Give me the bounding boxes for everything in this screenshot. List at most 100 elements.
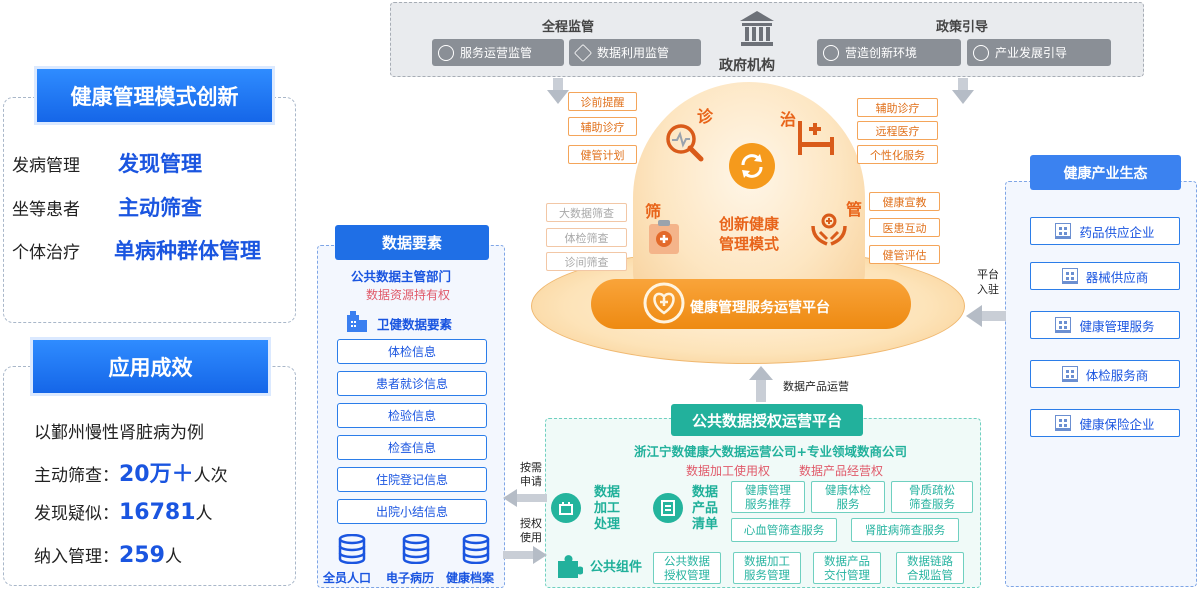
product-osteoporosis[interactable]: 骨质疏松 筛查服务 — [891, 481, 973, 513]
manage-tag[interactable]: 健康宣教 — [869, 192, 940, 211]
component-delivery-mgmt[interactable]: 数据产品 交付管理 — [813, 552, 881, 584]
innovation-environment-button[interactable]: 营造创新环境 — [817, 39, 961, 66]
model-title-line1: 创新健康 — [719, 215, 780, 233]
component-compliance[interactable]: 数据链路 合规监管 — [896, 552, 964, 584]
join-arrow — [966, 305, 1006, 327]
building-icon — [1055, 415, 1072, 431]
mode-row-from: 发病管理 — [12, 155, 80, 176]
eco-item-label: 健康保险企业 — [1079, 416, 1155, 432]
speed-icon — [823, 44, 839, 61]
gov-button-label: 服务运营监管 — [460, 46, 533, 60]
results-item-3: 纳入管理： 259 人 — [34, 542, 182, 568]
platform-label: 健康管理服务运营平台 — [690, 300, 830, 316]
results-item-2: 发现疑似： 16781 人 — [34, 499, 213, 525]
grant-label-1: 授权 — [520, 517, 542, 530]
data-processing-label: 数据 加工 处理 — [594, 485, 621, 532]
gov-arrow-left-stem — [553, 78, 563, 92]
manage-tag[interactable]: 健管评估 — [869, 245, 940, 264]
grant-arrow — [503, 546, 547, 564]
database-label: 电子病历 — [386, 571, 435, 585]
screen-tag[interactable]: 诊间筛查 — [546, 252, 627, 271]
treat-tag[interactable]: 远程医疗 — [857, 121, 938, 140]
treat-tag[interactable]: 辅助诊疗 — [857, 98, 938, 117]
industry-guidance-button[interactable]: 产业发展引导 — [967, 39, 1111, 66]
request-label-1: 按需 — [520, 461, 542, 474]
product-cardio[interactable]: 心血管筛查服务 — [731, 518, 837, 542]
layers-icon — [573, 43, 593, 62]
data-item-visit-info[interactable]: 患者就诊信息 — [337, 371, 487, 396]
model-dome — [633, 82, 865, 312]
gov-button-label: 产业发展引导 — [995, 46, 1068, 60]
data-item-physical-exam[interactable]: 体检信息 — [337, 339, 487, 364]
eco-item-drug-supplier[interactable]: 药品供应企业 — [1030, 217, 1180, 245]
data-ownership: 数据资源持有权 — [366, 288, 451, 302]
shield-icon — [438, 44, 454, 61]
quadrant-manage: 管 — [846, 200, 863, 219]
join-label-1: 平台 — [977, 268, 999, 281]
results-label: 纳入管理： — [34, 547, 119, 567]
service-supervision-button[interactable]: 服务运营监管 — [432, 39, 564, 66]
data-usage-supervision-button[interactable]: 数据利用监管 — [569, 39, 701, 66]
rights-operating: 数据产品经营权 — [799, 464, 884, 478]
gov-button-label: 数据利用监管 — [597, 46, 670, 60]
product-list-icon — [653, 493, 683, 523]
results-title: 应用成效 — [33, 340, 268, 393]
product-ops-label: 数据产品运营 — [783, 380, 849, 393]
component-auth-mgmt[interactable]: 公共数据 授权管理 — [653, 552, 721, 584]
diagnose-tag[interactable]: 诊前提醒 — [568, 92, 637, 111]
gov-arrow-left-head — [547, 90, 569, 104]
building-icon — [1061, 268, 1078, 284]
eco-item-device-supplier[interactable]: 器械供应商 — [1030, 262, 1180, 290]
diagnose-tag[interactable]: 健管计划 — [568, 145, 637, 164]
mode-row-to: 主动筛查 — [118, 196, 202, 220]
gov-button-label: 营造创新环境 — [845, 46, 918, 60]
results-unit: 人 — [195, 504, 213, 524]
hospital-bed-icon — [795, 117, 837, 157]
building-icon — [1061, 366, 1078, 382]
mode-row-to: 发现管理 — [118, 152, 202, 176]
product-list-label: 数据 产品 清单 — [692, 485, 719, 532]
mode-innovation-title: 健康管理模式创新 — [37, 69, 272, 122]
center-circle — [729, 143, 775, 189]
database-label: 全员人口 — [323, 571, 372, 585]
data-item-exam-info[interactable]: 检查信息 — [337, 435, 487, 460]
eco-item-exam-provider[interactable]: 体检服务商 — [1030, 360, 1180, 388]
magnifier-icon — [663, 121, 705, 163]
eco-item-insurance[interactable]: 健康保险企业 — [1030, 409, 1180, 437]
care-hands-icon — [808, 206, 850, 248]
data-dept: 公共数据主管部门 — [351, 269, 452, 284]
treat-tag[interactable]: 个性化服务 — [857, 145, 938, 164]
product-health-exam[interactable]: 健康体检 服务 — [811, 481, 885, 513]
rights-processing: 数据加工使用权 — [686, 464, 771, 478]
results-intro: 以鄞州慢性肾脏病为例 — [34, 423, 204, 443]
manage-tag[interactable]: 医患互动 — [869, 218, 940, 237]
screen-tag[interactable]: 体检筛查 — [546, 228, 627, 247]
product-kidney[interactable]: 肾脏病筛查服务 — [851, 518, 959, 542]
auth-operator: 浙江宁数健康大数据运营公司+专业领域数商公司 — [634, 444, 907, 459]
data-processing-icon — [551, 493, 581, 523]
government-label: 政府机构 — [719, 58, 775, 74]
data-item-discharge-info[interactable]: 出院小结信息 — [337, 499, 487, 524]
results-unit: 人 — [164, 547, 182, 567]
product-ops-arrow — [749, 366, 773, 402]
building-icon — [1055, 317, 1072, 333]
request-arrow — [503, 489, 547, 507]
database-icon — [462, 533, 490, 565]
join-label-2: 入驻 — [977, 283, 999, 296]
policy-title: 政策引导 — [936, 20, 989, 35]
results-unit: 人次 — [193, 466, 228, 486]
quadrant-treat: 治 — [780, 110, 797, 129]
puzzle-icon — [555, 552, 584, 580]
data-item-lab-info[interactable]: 检验信息 — [337, 403, 487, 428]
product-health-recommend[interactable]: 健康管理 服务推荐 — [731, 481, 805, 513]
screen-tag[interactable]: 大数据筛查 — [546, 203, 627, 222]
database-label: 健康档案 — [446, 571, 495, 585]
quadrant-diagnose: 诊 — [697, 107, 714, 126]
data-item-admission-info[interactable]: 住院登记信息 — [337, 467, 487, 492]
diagnose-tag[interactable]: 辅助诊疗 — [568, 117, 637, 136]
eco-item-health-service[interactable]: 健康管理服务 — [1030, 311, 1180, 339]
component-processing-mgmt[interactable]: 数据加工 服务管理 — [733, 552, 801, 584]
government-building-icon — [737, 8, 777, 48]
mode-row-to: 单病种群体管理 — [114, 239, 261, 263]
health-data-icon — [345, 309, 369, 333]
